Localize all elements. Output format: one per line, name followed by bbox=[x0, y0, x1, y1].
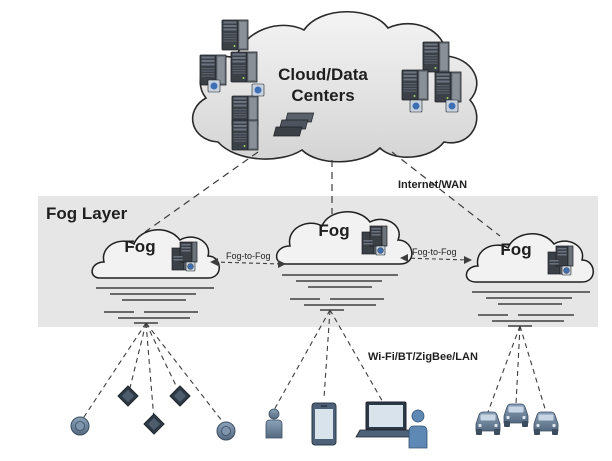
fog-to-fog-label-right: Fog-to-Fog bbox=[412, 247, 457, 257]
cloud-data-centers: Cloud/Data Centers bbox=[191, 11, 478, 163]
car-icon bbox=[503, 403, 529, 428]
fog-node-left: Fog bbox=[91, 229, 220, 324]
car-icon bbox=[533, 411, 559, 436]
fog-layer-title: Fog Layer bbox=[46, 204, 128, 223]
fog-to-fog-label-left: Fog-to-Fog bbox=[226, 251, 271, 261]
diamond-sensor-icon bbox=[143, 413, 165, 435]
fog-node-right: Fog bbox=[465, 233, 594, 327]
stacked-servers-icon bbox=[273, 112, 315, 137]
round-sensor-icon bbox=[70, 416, 90, 436]
fog-to-fog-links bbox=[213, 257, 469, 265]
car-icon bbox=[475, 411, 501, 436]
cloud-title-line1: Cloud/Data bbox=[278, 65, 368, 84]
fog-node-label: Fog bbox=[500, 240, 531, 259]
smartphone-icon bbox=[311, 402, 337, 446]
laptop-user-icon bbox=[355, 401, 428, 449]
round-sensor-icon bbox=[216, 421, 236, 441]
person-icon bbox=[265, 408, 283, 439]
fog-device-links bbox=[81, 309, 547, 427]
fog-node-label: Fog bbox=[124, 237, 155, 256]
server-rack-icon bbox=[401, 41, 462, 113]
cloud-fog-links bbox=[144, 151, 501, 237]
internet-wan-label: Internet/WAN bbox=[398, 179, 467, 191]
arrowheads bbox=[210, 254, 472, 268]
fog-node-center: Fog bbox=[276, 211, 413, 311]
wifi-bt-zigbee-lan-label: Wi-Fi/BT/ZigBee/LAN bbox=[368, 351, 478, 363]
cloud-title-line2: Centers bbox=[291, 86, 354, 105]
diamond-sensor-icon bbox=[117, 385, 139, 407]
fog-node-label: Fog bbox=[318, 221, 349, 240]
server-rack-icon bbox=[199, 19, 265, 151]
diamond-sensor-icon bbox=[169, 385, 191, 407]
